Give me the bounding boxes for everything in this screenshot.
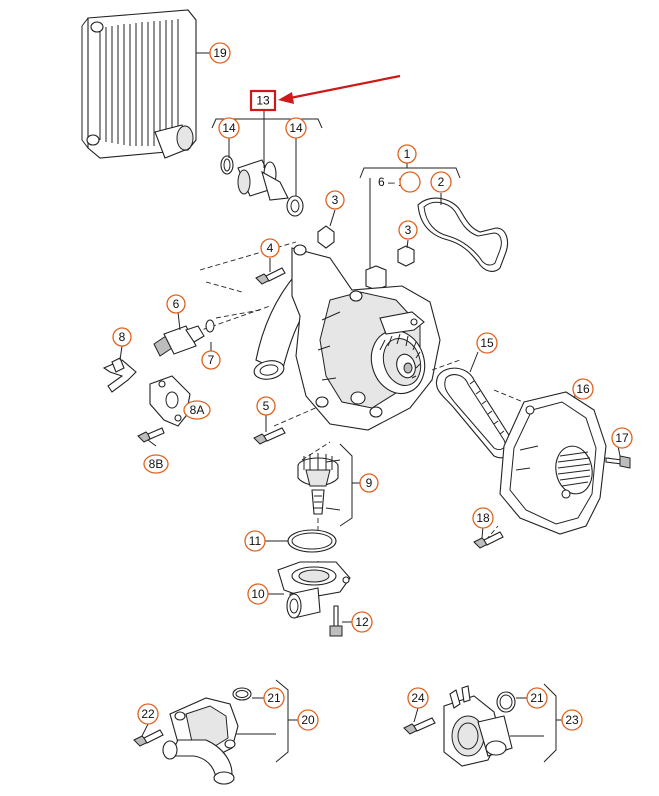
coolant-flange-10 [277, 561, 351, 619]
callout-24[interactable]: 24 [407, 687, 429, 709]
svg-text:16: 16 [576, 382, 590, 396]
callout-10[interactable]: 10 [247, 583, 269, 605]
svg-text:6: 6 [173, 297, 180, 311]
connector-13 [220, 155, 304, 217]
svg-text:13: 13 [256, 94, 270, 108]
svg-text:18: 18 [476, 511, 490, 525]
o-ring-21a [232, 687, 252, 701]
svg-text:2: 2 [438, 175, 445, 189]
coolant-flange-assembly-23 [443, 685, 513, 767]
callout-19[interactable]: 19 [209, 42, 231, 64]
callout-17[interactable]: 17 [611, 427, 633, 449]
svg-text:14: 14 [222, 121, 236, 135]
callout-7[interactable]: 7 [201, 350, 221, 370]
svg-text:23: 23 [565, 713, 579, 727]
o-ring-21b [496, 691, 516, 713]
svg-text:17: 17 [615, 431, 629, 445]
callout-9[interactable]: 9 [359, 473, 379, 493]
screw-17 [605, 455, 631, 469]
callout-8b[interactable]: 8B [143, 454, 169, 474]
svg-text:3: 3 [405, 223, 412, 237]
svg-text:21: 21 [530, 691, 544, 705]
screw-12 [329, 605, 343, 637]
callout-20[interactable]: 20 [297, 709, 319, 731]
coolant-pump-housing [253, 244, 441, 431]
svg-text:11: 11 [249, 534, 262, 548]
clip-8 [102, 357, 137, 393]
svg-text:5: 5 [263, 399, 270, 413]
bracket-8a [149, 375, 191, 427]
svg-text:10: 10 [251, 587, 265, 601]
callout-16[interactable]: 16 [572, 378, 594, 400]
callout-8a[interactable]: 8A [183, 400, 211, 420]
svg-text:22: 22 [141, 707, 155, 721]
svg-text:20: 20 [301, 713, 315, 727]
callout-21-left[interactable]: 21 [263, 687, 285, 709]
callout-14-right[interactable]: 14 [285, 117, 307, 139]
callout-2[interactable]: 2 [430, 171, 452, 193]
stud-3b [397, 245, 415, 267]
callout-5[interactable]: 5 [256, 396, 276, 416]
callout-8[interactable]: 8 [112, 327, 132, 347]
svg-text:21: 21 [267, 691, 281, 705]
callout-23[interactable]: 23 [561, 709, 583, 731]
highlight-arrow [278, 74, 401, 104]
svg-text:15: 15 [480, 336, 494, 350]
callout-1[interactable]: 1 [397, 144, 417, 164]
svg-text:4: 4 [267, 241, 274, 255]
callout-6-12[interactable]: 6 – 12 [378, 171, 421, 193]
temperature-sensor-6 [153, 319, 215, 357]
callout-6[interactable]: 6 [166, 294, 186, 314]
belt-cover-16 [499, 391, 607, 535]
oil-cooler [81, 9, 197, 159]
callout-18[interactable]: 18 [472, 507, 494, 529]
svg-text:3: 3 [332, 193, 339, 207]
screw-8b [137, 427, 165, 443]
thermostat-9 [297, 453, 339, 515]
stud-3c [365, 265, 387, 291]
svg-text:9: 9 [366, 476, 373, 490]
svg-text:14: 14 [289, 121, 303, 135]
stud-3a [317, 225, 335, 249]
callout-21-right[interactable]: 21 [526, 687, 548, 709]
screw-24 [403, 717, 436, 735]
svg-text:19: 19 [213, 46, 227, 60]
callout-3a[interactable]: 3 [325, 190, 345, 210]
callout-13[interactable]: 13 [249, 89, 277, 112]
screw-18 [473, 531, 504, 549]
gasket-2 [417, 197, 509, 272]
svg-text:8B: 8B [149, 457, 164, 471]
svg-text:24: 24 [411, 691, 425, 705]
callout-15[interactable]: 15 [476, 332, 498, 354]
svg-text:12: 12 [355, 615, 369, 629]
svg-text:7: 7 [208, 353, 215, 367]
belt-15 [436, 367, 514, 459]
callout-12[interactable]: 12 [351, 611, 373, 633]
svg-text:8A: 8A [190, 403, 205, 417]
o-ring-11 [287, 529, 337, 553]
screw-22 [133, 729, 164, 747]
coolant-flange-assembly-20 [162, 697, 239, 785]
callout-4[interactable]: 4 [260, 238, 280, 258]
screw-4 [255, 267, 286, 285]
callout-14-left[interactable]: 14 [218, 117, 240, 139]
svg-text:8: 8 [119, 330, 126, 344]
svg-text:1: 1 [404, 147, 411, 161]
callout-22[interactable]: 22 [137, 703, 159, 725]
screw-5 [253, 427, 286, 445]
callout-11[interactable]: 11 [244, 530, 266, 552]
callout-3b[interactable]: 3 [398, 220, 418, 240]
